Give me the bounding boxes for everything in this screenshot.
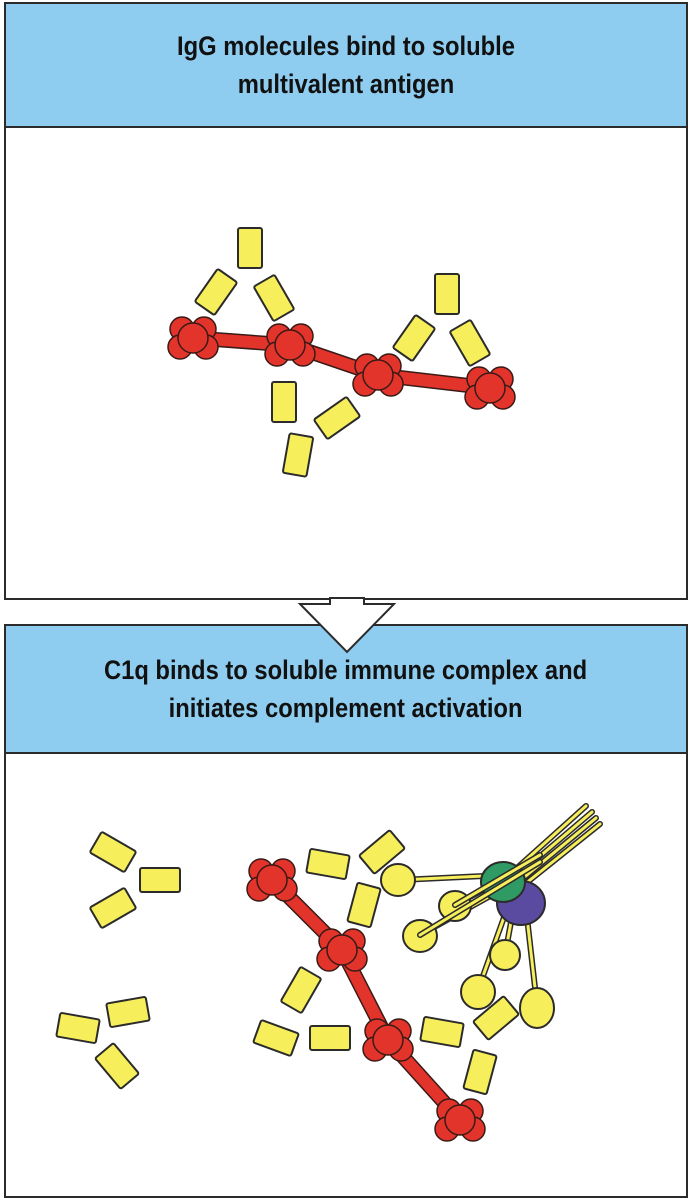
panel-1-title-line-1: IgG molecules bind to soluble xyxy=(177,31,515,61)
free-igg-antibody xyxy=(88,830,181,930)
panel-1-header: IgG molecules bind to soluble multivalen… xyxy=(6,4,686,128)
igg-antibody xyxy=(391,273,492,368)
immune-complex-panel-2 xyxy=(246,803,603,1142)
panel-c1q-activation: C1q binds to soluble immune complex and … xyxy=(4,624,688,1198)
panel-1-title-line-2: multivalent antigen xyxy=(237,69,455,99)
antigen-chain xyxy=(246,858,486,1142)
panel-igg-binding: IgG molecules bind to soluble multivalen… xyxy=(4,2,688,600)
c1q-molecule xyxy=(380,803,603,1029)
panel-2-title-line-1: C1q binds to soluble immune complex and xyxy=(104,655,588,685)
panel-2-header: C1q binds to soluble immune complex and … xyxy=(6,626,686,754)
panel-2-title: C1q binds to soluble immune complex and … xyxy=(104,651,587,727)
bound-igg-antibody xyxy=(252,965,351,1058)
free-igg-molecules xyxy=(55,830,181,1091)
antigen-chain xyxy=(167,316,516,410)
free-igg-antibody xyxy=(55,995,151,1091)
igg-antibody xyxy=(193,227,296,323)
immune-complex-panel-1 xyxy=(167,227,516,478)
panel-2-title-line-2: initiates complement activation xyxy=(169,693,523,723)
bound-igg-antibody xyxy=(419,994,521,1096)
down-arrow xyxy=(297,597,397,654)
igg-antibody xyxy=(271,381,362,478)
panel-1-title: IgG molecules bind to soluble multivalen… xyxy=(177,27,515,103)
